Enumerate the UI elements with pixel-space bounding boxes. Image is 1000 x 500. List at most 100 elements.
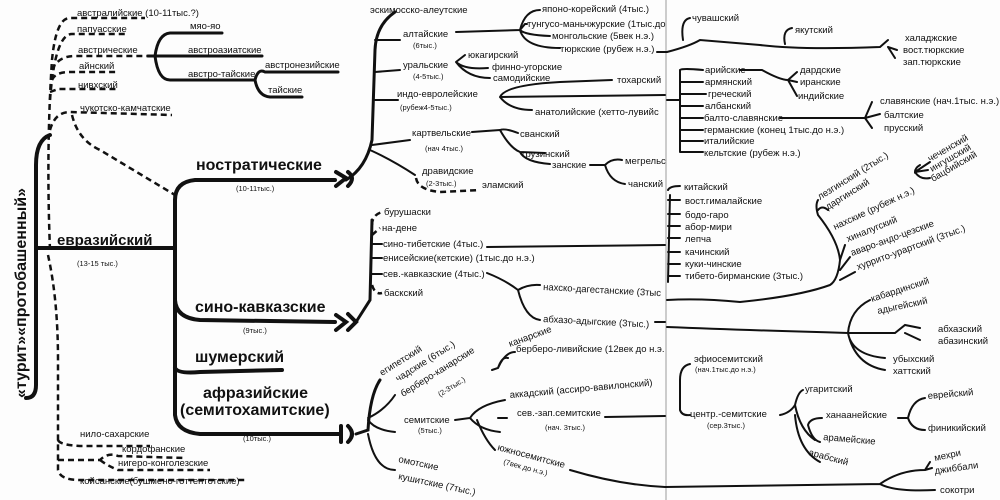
family-label: индо-евролейские (397, 89, 478, 100)
family-label: ханаанейские (826, 410, 887, 421)
family-label: аккадский (ассиро-вавилонский) (509, 378, 653, 401)
diagram-title: «турит»«протобашенный» (13, 188, 30, 398)
family-label: мегрельс (625, 156, 666, 167)
family-label: нило-сахарские (80, 429, 149, 440)
family-label: эскимосско-алеутские (370, 5, 468, 16)
family-label: абхазо-адыгские (3тыс.) (543, 314, 650, 331)
family-label: убыхский (893, 354, 934, 365)
family-date: (2-3тыс.) (436, 375, 467, 399)
family-label: греческий (708, 89, 751, 100)
macrofamily-date: (9тыс.) (243, 326, 267, 335)
family-label: нигеро-конголезские (118, 458, 208, 469)
family-label: вост.тюркские (903, 45, 964, 56)
macrofamily-afroasiatic-alt: (семитохамитские) (180, 402, 330, 419)
family-label: на-дене (382, 223, 417, 234)
family-label: халаджские (905, 33, 957, 44)
family-label: омотские (397, 454, 439, 473)
family-label: уральские (403, 60, 448, 71)
family-date: (6тыс.) (413, 41, 437, 50)
afroasiatic-subtree: египетский чадские (6тыс.) берберо-канар… (378, 324, 986, 498)
family-label: енисейские(кетские) (1тыс.до н.э.) (383, 253, 535, 264)
family-label: сванский (520, 129, 560, 140)
family-label: монгольские (5век н.э.) (552, 31, 654, 42)
macrofamily-date: (10-11тыс.) (236, 184, 275, 193)
nostratic-subtree: эскимосско-алеутские алтайские (6тыс.) я… (370, 4, 999, 191)
afroasiatic-connector (339, 424, 354, 444)
family-label: вост.гималайские (685, 196, 762, 207)
family-label: сев.-кавказские (4тыс.) (383, 269, 485, 280)
family-label: балтские (884, 110, 924, 121)
family-label: австро-тайские (188, 69, 255, 80)
family-date: (4-5тыс.) (413, 72, 444, 81)
family-label: тунгусо-маньчжурские (1тыс.до (527, 19, 666, 30)
sinocaucasian-connector (334, 312, 359, 332)
family-label: финикийский (928, 423, 986, 434)
sumerian-line (173, 366, 284, 375)
family-label: австроазиатские (188, 45, 262, 56)
family-date: (5тыс.) (418, 426, 442, 435)
family-label: кушитские (7тыс.) (397, 471, 476, 498)
family-label: прусский (884, 123, 923, 134)
family-label: самодийские (493, 73, 550, 84)
family-label: бодо-гаро (685, 210, 729, 221)
family-label: арамейские (823, 432, 876, 448)
family-label: италийские (704, 136, 755, 147)
family-label: койсанские(бушмено-готтентотские) (80, 476, 240, 487)
family-label: папуасские (77, 24, 127, 35)
family-label: сино-тибетские (4тыс.) (383, 239, 483, 250)
family-label: кельтские (рубеж н.э.) (704, 148, 801, 159)
root-label: евразийский (57, 232, 152, 249)
family-label: балто-славянские (704, 113, 783, 124)
macrofamily-date: (10тыс.) (243, 434, 271, 443)
macrofamily-nostratic: ностратические (196, 157, 322, 174)
family-label: финно-угорские (492, 62, 562, 73)
nostratic-line (173, 178, 337, 202)
family-label: абор-мири (685, 222, 732, 233)
macrofamily-afroasiatic: афразийские (203, 385, 308, 402)
family-date: (нач.1тыс.до н.э.) (695, 365, 756, 374)
family-label: нахско-дагестанские (3тыс (543, 282, 662, 299)
family-label: сев.-зап.семитские (517, 408, 601, 419)
macrofamily-sinocaucasian: сино-кавказские (195, 299, 326, 316)
family-label: мехри (933, 448, 962, 464)
family-label: якутский (795, 25, 833, 36)
family-label: германские (конец 1тыс.до н.э.) (704, 125, 844, 136)
branch-lines (24, 9, 936, 492)
family-label: картвельские (412, 128, 471, 139)
family-label: чувашский (692, 13, 739, 24)
family-date: (сер.3тыс.) (707, 421, 746, 430)
family-label: австралийские (10-11тыс.?) (77, 8, 199, 19)
family-label: китайский (684, 182, 728, 193)
family-label: лепча (685, 234, 712, 245)
family-label: тайские (268, 85, 302, 96)
family-label: австрические (78, 45, 138, 56)
family-label: японо-корейский (4тыс.) (542, 4, 649, 15)
family-label: центр.-семитские (690, 409, 767, 420)
family-label: юкагирский (468, 50, 518, 61)
family-label: тюркские (рубеж н.э.) (560, 44, 654, 55)
family-date: (нач 4тыс.) (425, 144, 463, 153)
macrofamilies: ностратические (10-11тыс.) сино-кавказск… (180, 157, 330, 443)
family-label: славянские (нач.1тыс. н.э.) (880, 96, 999, 107)
family-date: (2-3тыс.) (426, 179, 457, 188)
africa-families: нило-сахарские кордофанские нигеро-конго… (80, 429, 240, 487)
family-label: абазинский (938, 336, 988, 347)
family-label: семитские (404, 415, 450, 426)
family-label: чукотско-камчатские (80, 103, 171, 114)
family-label: айнский (79, 61, 114, 72)
family-label: кордофанские (122, 444, 185, 455)
family-label: мяо-яо (190, 21, 221, 32)
family-label: еврейский (927, 387, 974, 402)
family-label: австронезийские (265, 60, 340, 71)
family-label: хаттский (893, 366, 931, 377)
family-label: занские (552, 160, 586, 171)
family-label: чанский (628, 179, 663, 190)
family-label: качинский (685, 247, 729, 258)
nostratic-connector (334, 170, 354, 188)
family-label: дравидские (422, 166, 474, 177)
family-label: бурушаски (384, 207, 431, 218)
family-label: арабский (807, 447, 849, 468)
family-label: берберо-ливийские (12век до н.э. (516, 344, 664, 355)
